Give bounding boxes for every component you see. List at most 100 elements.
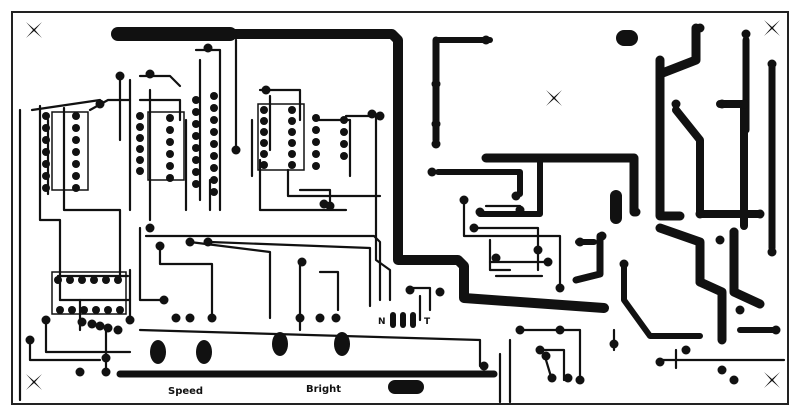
solder-pad <box>136 145 144 153</box>
solder-pad <box>340 152 348 160</box>
solder-pad <box>192 132 200 140</box>
solder-pad <box>288 139 296 147</box>
solder-pad <box>547 373 557 383</box>
solder-pad <box>405 285 415 295</box>
solder-pad <box>717 365 727 375</box>
solder-pad <box>575 237 585 247</box>
solder-pad <box>340 116 348 124</box>
t-terminal-label: T <box>424 317 431 327</box>
solder-pad <box>431 79 441 89</box>
solder-pad <box>767 59 777 69</box>
solder-pad <box>159 295 169 305</box>
solder-pad <box>695 209 705 219</box>
solder-pad <box>210 152 218 160</box>
solder-pad <box>171 313 181 323</box>
solder-pad <box>331 313 341 323</box>
solder-pad <box>125 315 135 325</box>
solder-pad <box>555 325 565 335</box>
solder-pad <box>475 207 485 217</box>
solder-pad <box>295 313 305 323</box>
solder-pad <box>695 277 705 287</box>
solder-pad <box>72 184 80 192</box>
solder-pad <box>68 306 76 314</box>
solder-pad <box>340 140 348 148</box>
solder-pad <box>210 164 218 172</box>
solder-pad <box>203 237 213 247</box>
solder-pad <box>515 325 525 335</box>
solder-pad <box>101 367 111 377</box>
solder-pad <box>469 223 479 233</box>
solder-pad <box>312 138 320 146</box>
solder-pad <box>166 126 174 134</box>
solder-pad <box>155 241 165 251</box>
solder-pad <box>427 167 437 177</box>
solder-pad <box>491 253 501 263</box>
solder-pad <box>75 367 85 377</box>
solder-pad <box>325 201 335 211</box>
solder-pad <box>136 112 144 120</box>
solder-pad <box>78 276 86 284</box>
solder-pad <box>72 148 80 156</box>
solder-pad <box>210 128 218 136</box>
bright-label: Bright <box>306 384 341 395</box>
solder-pad <box>185 237 195 247</box>
solder-pad <box>166 150 174 158</box>
fiducial-marks <box>26 20 780 390</box>
solder-pad <box>42 184 50 192</box>
solder-pad <box>315 313 325 323</box>
solder-pad <box>431 139 441 149</box>
solder-pad <box>192 156 200 164</box>
board-outline <box>11 11 789 405</box>
solder-pad <box>767 247 777 257</box>
solder-pad <box>671 99 681 109</box>
solder-pad <box>312 114 320 122</box>
solder-pad <box>77 317 87 327</box>
solder-pad <box>231 145 241 155</box>
solder-pad <box>203 43 213 53</box>
solder-pad <box>431 119 441 129</box>
solder-pad <box>261 85 271 95</box>
copper-labels: Speed Bright N T <box>168 317 431 397</box>
solder-pad <box>95 321 105 331</box>
solder-pad <box>288 150 296 158</box>
speed-label: Speed <box>168 386 203 397</box>
solder-pad <box>597 231 607 241</box>
solder-pad <box>288 128 296 136</box>
solder-pad <box>741 29 751 39</box>
solder-pad <box>192 108 200 116</box>
solder-pad <box>42 136 50 144</box>
solder-pad <box>136 167 144 175</box>
solder-pad <box>260 161 268 169</box>
solder-pad <box>312 162 320 170</box>
solder-pad <box>609 339 619 349</box>
solder-pad <box>116 306 124 314</box>
solder-pad <box>56 306 64 314</box>
solder-pad <box>260 117 268 125</box>
solder-pad <box>210 140 218 148</box>
solder-pad <box>101 353 111 363</box>
solder-pad <box>655 171 665 181</box>
solder-pad <box>42 124 50 132</box>
solder-pad <box>192 180 200 188</box>
solder-pad <box>87 319 97 329</box>
solder-pad <box>515 205 525 215</box>
solder-pad <box>555 283 565 293</box>
solder-pad <box>210 188 218 196</box>
solder-pad <box>42 172 50 180</box>
solder-pad <box>104 306 112 314</box>
solder-pad <box>42 160 50 168</box>
solder-pad <box>260 128 268 136</box>
solder-pad <box>288 106 296 114</box>
solder-pad <box>114 276 122 284</box>
solder-pad <box>260 106 268 114</box>
solder-pad <box>72 136 80 144</box>
solder-pad <box>72 112 80 120</box>
solder-pad <box>113 325 123 335</box>
solder-pad <box>166 162 174 170</box>
solder-pad <box>95 99 105 109</box>
solder-pad <box>755 209 765 219</box>
solder-pad <box>729 375 739 385</box>
solder-pad <box>260 150 268 158</box>
solder-pad <box>631 207 641 217</box>
